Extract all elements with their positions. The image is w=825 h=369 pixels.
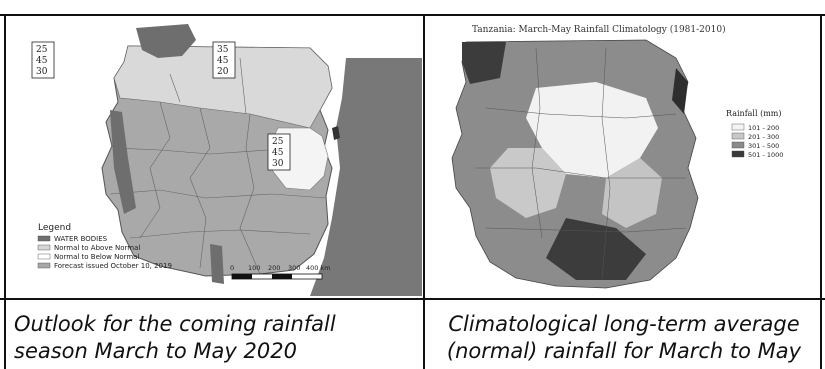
right-border bbox=[820, 14, 822, 369]
svg-text:Legend: Legend bbox=[38, 223, 71, 233]
center-divider bbox=[423, 14, 425, 369]
probability-box-1: 25 45 30 bbox=[31, 41, 55, 79]
svg-text:25: 25 bbox=[272, 137, 284, 147]
svg-text:100: 100 bbox=[248, 264, 260, 272]
svg-text:45: 45 bbox=[36, 56, 48, 66]
lake-nyasa bbox=[210, 244, 224, 284]
left-border bbox=[4, 14, 6, 369]
top-border bbox=[0, 14, 825, 16]
svg-text:WATER BODIES: WATER BODIES bbox=[54, 235, 108, 243]
outlook-map-panel: 25 45 30 35 45 20 25 45 30 Legend WATER … bbox=[10, 18, 422, 296]
region-boundaries bbox=[109, 57, 327, 275]
svg-text:501 - 1000: 501 - 1000 bbox=[748, 151, 783, 159]
svg-text:45: 45 bbox=[217, 56, 229, 66]
svg-text:25: 25 bbox=[36, 45, 48, 55]
svg-text:201 - 300: 201 - 300 bbox=[748, 133, 779, 141]
svg-text:30: 30 bbox=[36, 67, 48, 77]
svg-text:101 - 200: 101 - 200 bbox=[748, 124, 779, 132]
climatology-map: Tanzania: March-May Rainfall Climatology… bbox=[451, 24, 783, 289]
svg-text:Forecast issued October 10, 20: Forecast issued October 10, 2019 bbox=[54, 262, 172, 270]
outlook-caption-line-1: Outlook for the coming rainfall bbox=[14, 312, 336, 336]
svg-text:30: 30 bbox=[272, 159, 284, 169]
svg-text:0: 0 bbox=[230, 264, 234, 272]
scale-bar: 0 100 200 300 400 km bbox=[230, 264, 331, 280]
climatology-caption-line-2: (normal) rainfall for March to May bbox=[446, 339, 802, 363]
middle-border bbox=[0, 298, 825, 300]
high-rainfall-zone bbox=[546, 218, 646, 280]
medium-rainfall-zone-2 bbox=[602, 158, 662, 228]
svg-text:Normal to Below Normal: Normal to Below Normal bbox=[54, 253, 139, 261]
zanzibar-island bbox=[332, 126, 340, 140]
high-rainfall-zone-3 bbox=[672, 68, 688, 114]
svg-text:Rainfall (mm): Rainfall (mm) bbox=[726, 109, 782, 118]
svg-text:45: 45 bbox=[272, 148, 284, 158]
svg-text:20: 20 bbox=[217, 67, 229, 77]
svg-text:301 - 500: 301 - 500 bbox=[748, 142, 779, 150]
lake-tanganyika bbox=[110, 110, 136, 214]
rainfall-legend: Rainfall (mm) 101 - 200 201 - 300 301 - … bbox=[726, 109, 783, 159]
outlook-caption-line-2: season March to May 2020 bbox=[14, 339, 297, 363]
outlook-map: 25 45 30 35 45 20 25 45 30 Legend WATER … bbox=[31, 24, 422, 296]
climatology-map-panel: Tanzania: March-May Rainfall Climatology… bbox=[426, 18, 818, 296]
outlook-legend: Legend WATER BODIES Normal to Above Norm… bbox=[37, 223, 172, 270]
outlook-caption: Outlook for the coming rainfall season M… bbox=[14, 311, 336, 365]
low-rainfall-zone bbox=[526, 82, 658, 178]
indian-ocean bbox=[310, 58, 422, 296]
region-boundaries bbox=[476, 47, 687, 279]
climatology-caption-line-1: Climatological long-term average bbox=[448, 312, 800, 336]
lake-victoria bbox=[136, 24, 196, 58]
high-rainfall-zone-2 bbox=[462, 42, 506, 84]
svg-text:Tanzania: March-May Rainfall C: Tanzania: March-May Rainfall Climatology… bbox=[472, 24, 726, 35]
svg-text:200: 200 bbox=[268, 264, 280, 272]
svg-text:35: 35 bbox=[217, 45, 229, 55]
probability-box-3: 25 45 30 bbox=[267, 133, 291, 171]
svg-text:400 km: 400 km bbox=[306, 264, 331, 272]
probability-box-2: 35 45 20 bbox=[212, 41, 236, 79]
climatology-caption: Climatological long-term average (normal… bbox=[428, 311, 820, 365]
svg-text:300: 300 bbox=[288, 264, 300, 272]
svg-text:Normal to Above Normal: Normal to Above Normal bbox=[54, 244, 140, 252]
medium-rainfall-zone bbox=[490, 148, 566, 218]
